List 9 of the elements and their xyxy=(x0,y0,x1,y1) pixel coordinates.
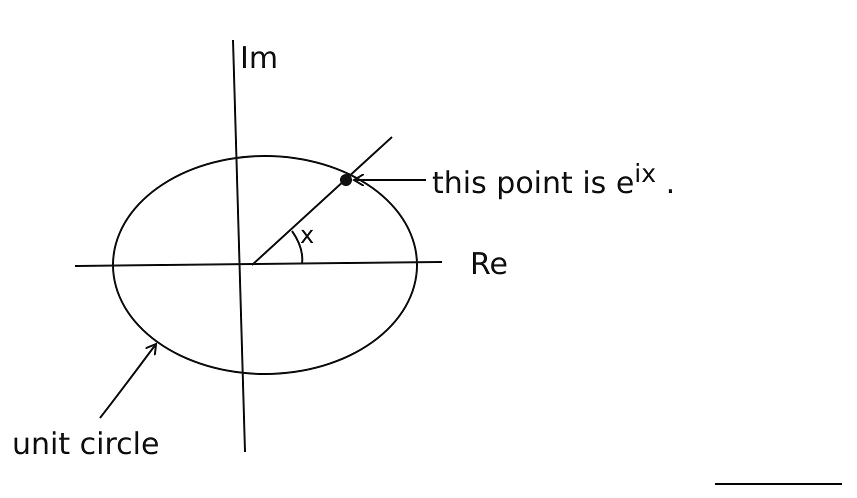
point-annotation: this point is e$^{ix}$ . xyxy=(432,160,676,200)
axis-label: Im xyxy=(240,42,278,75)
arrow xyxy=(99,343,157,419)
point-dot xyxy=(340,174,352,186)
circle-annotation: unit circle xyxy=(12,428,160,461)
axis-label: Re xyxy=(470,248,508,281)
arrow xyxy=(353,173,426,187)
angle-label: x xyxy=(300,222,314,248)
unit-circle xyxy=(112,155,418,375)
